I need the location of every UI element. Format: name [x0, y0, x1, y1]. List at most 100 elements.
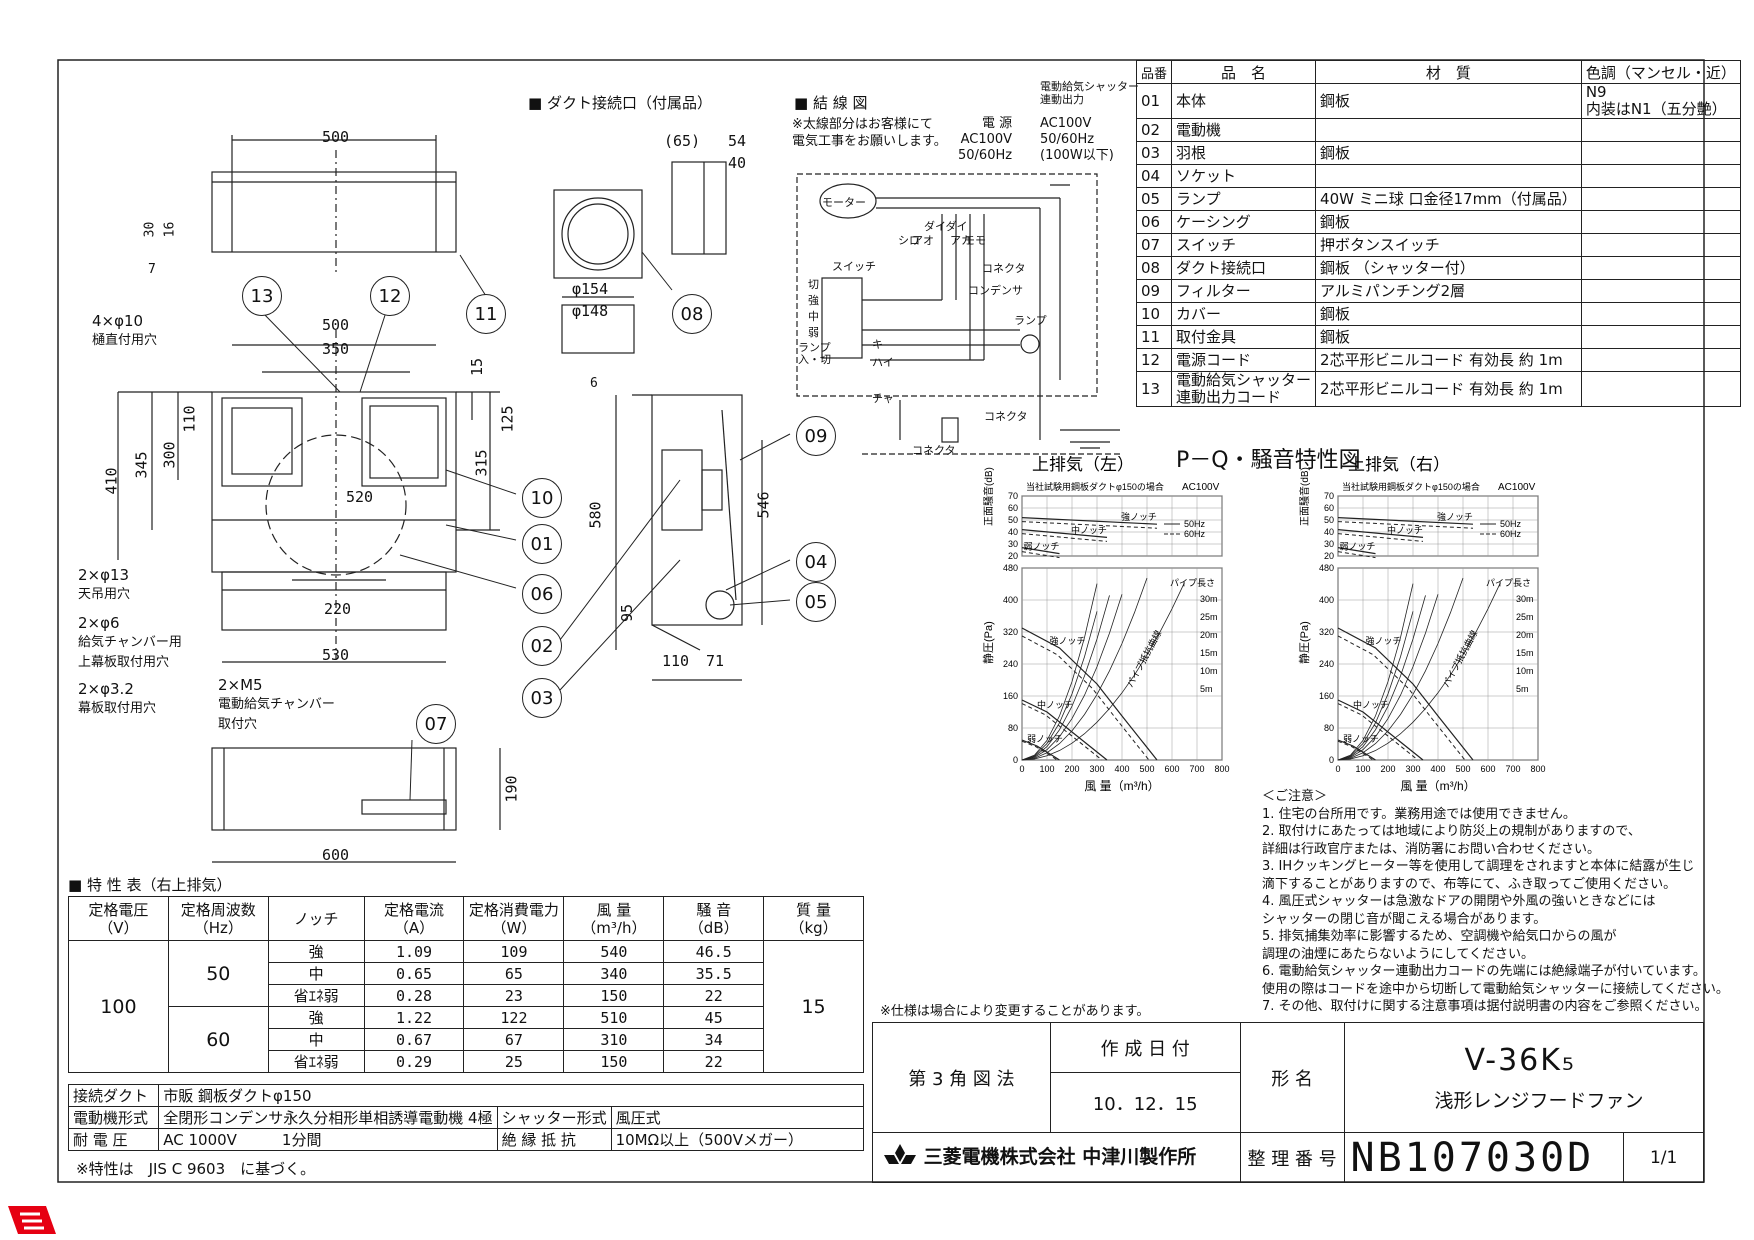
dim-label: 190 — [502, 775, 521, 803]
pipe-resistance-curve — [1337, 582, 1501, 761]
noise-tick-label: 30 — [1008, 539, 1018, 549]
rated-power: 109 — [463, 940, 565, 963]
airflow: 510 — [563, 1006, 665, 1029]
noise-series-line — [1337, 517, 1474, 525]
part-color — [1580, 210, 1741, 234]
noise-tick-label: 70 — [1324, 491, 1334, 501]
part-number: 12 — [1135, 348, 1173, 372]
spec-label: 絶 縁 抵 抗 — [496, 1128, 612, 1151]
noise: 22 — [663, 1050, 765, 1073]
part-name: 取付金具 — [1171, 325, 1317, 349]
part-color: N9 内装はN1（五分艶） — [1580, 83, 1741, 119]
pipe-resistance-curve — [1337, 595, 1426, 761]
pq-tick-label: 320 — [1319, 627, 1334, 637]
pipe-length-label: 15m — [1200, 648, 1218, 658]
dim-label: 520 — [346, 488, 374, 506]
model-number: V-36K₅ — [1464, 1042, 1576, 1078]
note-item: 1. 住宅の台所用です。業務用途では使用できません。 — [1262, 806, 1576, 822]
spec-table: 定格電圧 （V） 定格周波数 （Hz） ノッチ 定格電流 （A） 定格消費電力 … — [68, 896, 864, 1073]
pq-tick-label: 0 — [1013, 755, 1018, 765]
part-color — [1580, 164, 1741, 188]
spec-title: ■ 特 性 表（右上排気） — [68, 876, 232, 894]
wiring-label: コネクタ — [982, 262, 1026, 275]
part-callout: 05 — [796, 582, 836, 622]
noise-ylabel: 正面騒音(dB) — [982, 467, 995, 526]
pq-series-line-60hz — [1337, 740, 1374, 761]
dim-label: 350 — [322, 340, 350, 358]
wiring-label: 弱 — [808, 326, 819, 339]
projection-method: 第 3 角 図 法 — [872, 1022, 1051, 1133]
rated-power: 122 — [463, 1006, 565, 1029]
x-tick-label: 200 — [1380, 764, 1395, 774]
noise-series-line — [1021, 517, 1158, 525]
noise-series-line-60hz — [1337, 551, 1376, 559]
creation-date: 10．12．15 — [1049, 1072, 1241, 1133]
part-color — [1580, 325, 1741, 349]
rated-current: 0.28 — [363, 984, 465, 1007]
part-material — [1315, 118, 1582, 142]
noise-tick-label: 60 — [1008, 503, 1018, 513]
noise-tick-label: 40 — [1324, 527, 1334, 537]
pipe-length-label: 5m — [1516, 684, 1529, 694]
noise-series-line — [1337, 547, 1376, 555]
dim-label: 110 — [180, 405, 199, 433]
dim-label: 30 — [142, 221, 158, 238]
noise-legend-label: 60Hz — [1500, 529, 1522, 539]
chart-subtitle: 当社試験用鋼板ダクトφ150の場合 — [1026, 481, 1164, 492]
noise: 46.5 — [663, 940, 765, 963]
dim-label: 7 — [148, 262, 156, 277]
model-cell: V-36K₅ 浅形レンジフードファン — [1343, 1022, 1704, 1133]
airflow: 310 — [563, 1028, 665, 1051]
noise-series-label: 強ノッチ — [1121, 511, 1157, 522]
part-callout: 08 — [672, 294, 712, 334]
rated-current: 0.29 — [363, 1050, 465, 1073]
part-material: 鋼板 （シャッター付） — [1315, 256, 1582, 280]
wiring-label: アオ — [912, 234, 934, 247]
rated-frequency: 50 — [167, 940, 269, 1007]
pq-tick-label: 480 — [1319, 563, 1334, 573]
column-header: 風 量 （m³/h） — [563, 896, 665, 941]
part-number: 02 — [1135, 118, 1173, 142]
pipe-resistance-curve — [1021, 611, 1098, 761]
x-tick-label: 500 — [1139, 764, 1154, 774]
x-tick-label: 100 — [1355, 764, 1370, 774]
airflow: 150 — [563, 984, 665, 1007]
wiring-label: コネクタ — [984, 410, 1028, 423]
pipe-label: パイプ長さ — [1486, 578, 1531, 588]
wiring-shutter-spec: AC100V 50/60Hz (100W以下) — [1040, 116, 1114, 163]
rated-frequency: 60 — [167, 1006, 269, 1073]
part-callout: 09 — [796, 416, 836, 456]
spec-label: シャッター形式 — [496, 1106, 612, 1129]
noise-tick-label: 50 — [1324, 515, 1334, 525]
chart-voltage: AC100V — [1182, 482, 1220, 493]
wiring-label: 切 — [808, 278, 819, 291]
part-material: 鋼板 — [1315, 83, 1582, 119]
note-item: 3. IHクッキングヒーター等を使用して調理をされますと本体に結露が生じ 滴下す… — [1262, 859, 1695, 892]
part-number: 07 — [1135, 233, 1173, 257]
wiring-label: ランプ — [1014, 314, 1047, 327]
noise-ylabel: 正面騒音(dB) — [1298, 467, 1311, 526]
rated-current: 0.67 — [363, 1028, 465, 1051]
part-callout: 03 — [522, 678, 562, 718]
airflow: 340 — [563, 962, 665, 985]
part-number: 06 — [1135, 210, 1173, 234]
pipe-label: パイプ長さ — [1170, 578, 1215, 588]
airflow: 150 — [563, 1050, 665, 1073]
pq-tick-label: 80 — [1324, 723, 1334, 733]
pq-series-line — [1337, 627, 1474, 761]
part-name: 本体 — [1171, 83, 1317, 119]
part-material: 40W ミニ球 口金径17mm（付属品） — [1315, 187, 1582, 211]
pq-ylabel: 静圧(Pa) — [981, 621, 995, 664]
duct-section-title: ■ ダクト接続口（付属品） — [528, 94, 712, 112]
part-material: アルミパンチング2層 — [1315, 279, 1582, 303]
part-material: 押ボタンスイッチ — [1315, 233, 1582, 257]
pq-tick-label: 400 — [1319, 595, 1334, 605]
